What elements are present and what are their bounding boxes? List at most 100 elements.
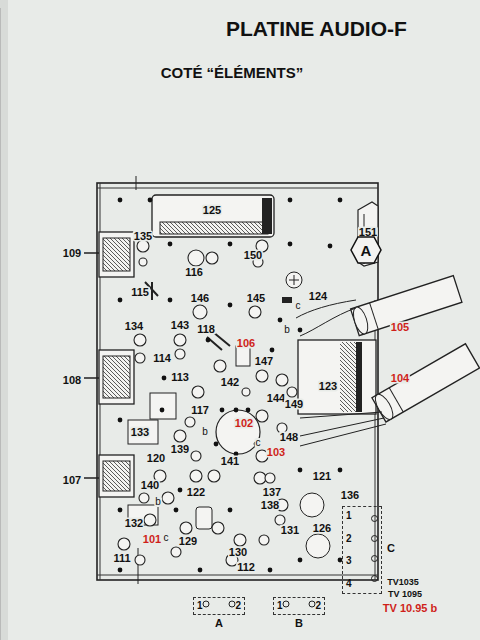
callout-number: 107 <box>62 475 82 486</box>
component-body <box>144 514 156 526</box>
solder-pad <box>298 328 303 333</box>
callout-number: 104 <box>390 373 410 384</box>
callout-number: 108 <box>62 375 82 386</box>
callout-number: 138 <box>260 500 280 511</box>
component-body <box>208 470 220 482</box>
box-text: 2 <box>235 601 241 611</box>
lead-letter: c <box>255 438 262 448</box>
box-text: A <box>361 243 372 258</box>
subtitle: COTÉ “ÉLÉMENTS” <box>160 65 305 80</box>
component-body <box>188 250 204 266</box>
connector-outline: 12B <box>273 597 325 615</box>
box-text: 3 <box>346 556 352 566</box>
solder-pad <box>118 508 123 513</box>
callout-number: 115 <box>130 287 150 298</box>
diagram-title: PLATINE AUDIO-F <box>226 18 407 39</box>
callout-number: 130 <box>228 547 248 558</box>
callout-number: 143 <box>170 320 190 331</box>
component-body <box>162 492 174 504</box>
callout-number: 137 <box>262 487 282 498</box>
callout-number: 132 <box>124 518 144 529</box>
component-body <box>118 538 130 550</box>
callout-number: 133 <box>130 427 150 438</box>
box-text: 1 <box>197 601 203 611</box>
box-text: 2 <box>315 601 321 611</box>
callout-number: 113 <box>170 372 190 383</box>
callout-number: 135 <box>133 231 153 242</box>
component-body <box>174 430 186 442</box>
solder-pad <box>118 418 123 423</box>
reference-note: TV 1095 <box>387 590 423 599</box>
callout-number: 111 <box>112 553 131 564</box>
component-body <box>174 334 186 346</box>
solder-pad <box>162 376 167 381</box>
callout-number: 136 <box>340 490 360 501</box>
box-text: 1 <box>277 601 283 611</box>
reference-note: TV1035 <box>386 578 420 587</box>
callout-number: 105 <box>390 322 410 333</box>
component-body <box>191 451 201 461</box>
component-body <box>175 349 185 359</box>
component-body <box>180 522 192 534</box>
connector-outline: 1234C <box>342 506 382 594</box>
solder-pad <box>178 488 183 493</box>
callout-number: 118 <box>196 324 216 335</box>
callout-number: 101 <box>142 534 162 545</box>
component-body <box>256 410 268 422</box>
callout-number: 125 <box>202 205 222 216</box>
callout-number: 102 <box>234 418 254 429</box>
callout-number: 150 <box>243 250 263 261</box>
callout-number: 120 <box>146 453 166 464</box>
callout-number: 103 <box>266 447 286 458</box>
callout-number: 146 <box>190 293 210 304</box>
callout-number: 131 <box>280 525 300 536</box>
solder-pad <box>206 338 211 343</box>
connector-letter: A <box>215 618 223 629</box>
callout-number: 122 <box>186 487 206 498</box>
callout-number: 114 <box>152 353 172 364</box>
solder-pad <box>148 198 153 203</box>
solder-pad <box>270 348 275 353</box>
component-body <box>254 472 266 484</box>
component-body <box>259 535 269 545</box>
component-body <box>276 374 288 386</box>
callout-number: 145 <box>246 293 266 304</box>
component-body <box>139 258 147 266</box>
solder-pad <box>168 298 173 303</box>
component-body <box>171 547 181 557</box>
component-body <box>135 353 145 363</box>
solder-pad <box>174 508 179 513</box>
component-body <box>287 387 297 397</box>
solder-pad <box>338 468 343 473</box>
solder-pad <box>160 408 165 413</box>
lead-letter: b <box>283 325 291 335</box>
box-text: 4 <box>346 579 352 589</box>
component-body <box>134 334 146 346</box>
solder-pad <box>228 303 233 308</box>
solder-pad <box>234 408 239 413</box>
solder-pad <box>168 242 173 247</box>
solder-pad <box>118 568 123 573</box>
component-body <box>249 306 261 318</box>
callout-number: 124 <box>308 291 328 302</box>
callout-number: 121 <box>312 471 332 482</box>
lead-letter: b <box>201 427 209 437</box>
callout-number: 106 <box>236 338 256 349</box>
hexagon-marker: A <box>350 236 382 264</box>
connector-outline: 12A <box>193 597 245 615</box>
solder-pad <box>228 508 233 513</box>
solder-pad <box>298 468 303 473</box>
reference-note: TV 10.95 b <box>382 603 438 614</box>
component-body <box>190 470 202 482</box>
callout-number: 142 <box>220 377 240 388</box>
component-body <box>265 473 275 483</box>
lead-letter: b <box>154 497 162 507</box>
callout-number: 140 <box>140 480 160 491</box>
solder-pad <box>228 242 233 247</box>
callout-number: 147 <box>254 356 274 367</box>
solder-pad <box>268 568 273 573</box>
box-text: 1 <box>346 511 352 521</box>
solder-pad <box>198 568 203 573</box>
callout-number: 139 <box>170 444 190 455</box>
